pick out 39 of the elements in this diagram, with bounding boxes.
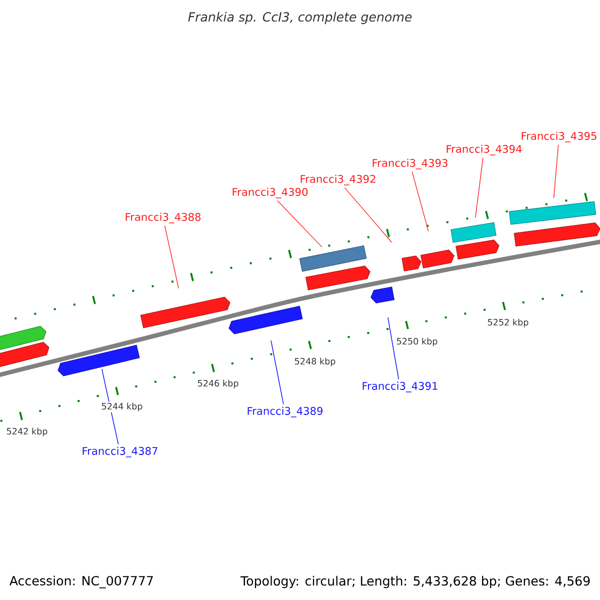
gene-label: Francci3_4395 [522, 132, 596, 142]
gene-feature [228, 306, 303, 334]
leader-line [475, 157, 484, 218]
gene-label: Francci3_4392 [300, 174, 376, 186]
genome-summary: Topology: circular; Length: 5,433,628 bp; Genes: 4,569 [240, 576, 590, 588]
gene-label: Francci3_4387 [82, 446, 158, 458]
leader-line [388, 317, 400, 380]
gene-feature [58, 344, 140, 376]
leader-line [412, 171, 429, 232]
gene-feature [0, 326, 46, 350]
gene-label: Francci3_4393 [372, 158, 448, 170]
gene-feature [450, 222, 496, 243]
leader-line [277, 200, 322, 248]
leader-line [270, 340, 284, 405]
gene-feature [514, 222, 600, 247]
gene-feature [0, 342, 50, 368]
gene-feature [508, 201, 596, 225]
leader-line [344, 187, 392, 243]
accession-note: Accession: NC_007777 [10, 576, 153, 588]
title: Frankia sp. CcI3, complete genome [188, 12, 412, 24]
position-label: 5252 kbp [486, 318, 530, 328]
gene-label: Francci3_4388 [126, 212, 201, 224]
gene-label: Francci3_4389 [248, 406, 323, 418]
gene-feature [370, 286, 394, 304]
gene-label: Francci3_4394 [446, 144, 522, 156]
position-label: 5248 kbp [293, 356, 337, 368]
leader-line [553, 144, 559, 198]
gene-feature [140, 296, 230, 328]
position-label: 5250 kbp [395, 336, 439, 348]
gene-feature [305, 266, 370, 290]
gene-feature [299, 245, 367, 272]
gene-label: Francci3_4390 [232, 188, 308, 198]
position-label: 5244 kbp [100, 402, 144, 412]
position-label: 5246 kbp [196, 378, 240, 390]
leader-line [164, 225, 179, 289]
gene-label: Francci3_4391 [362, 382, 438, 392]
gene-feature [402, 256, 422, 272]
position-label: 5242 kbp [5, 426, 49, 438]
gene-feature [456, 240, 500, 260]
